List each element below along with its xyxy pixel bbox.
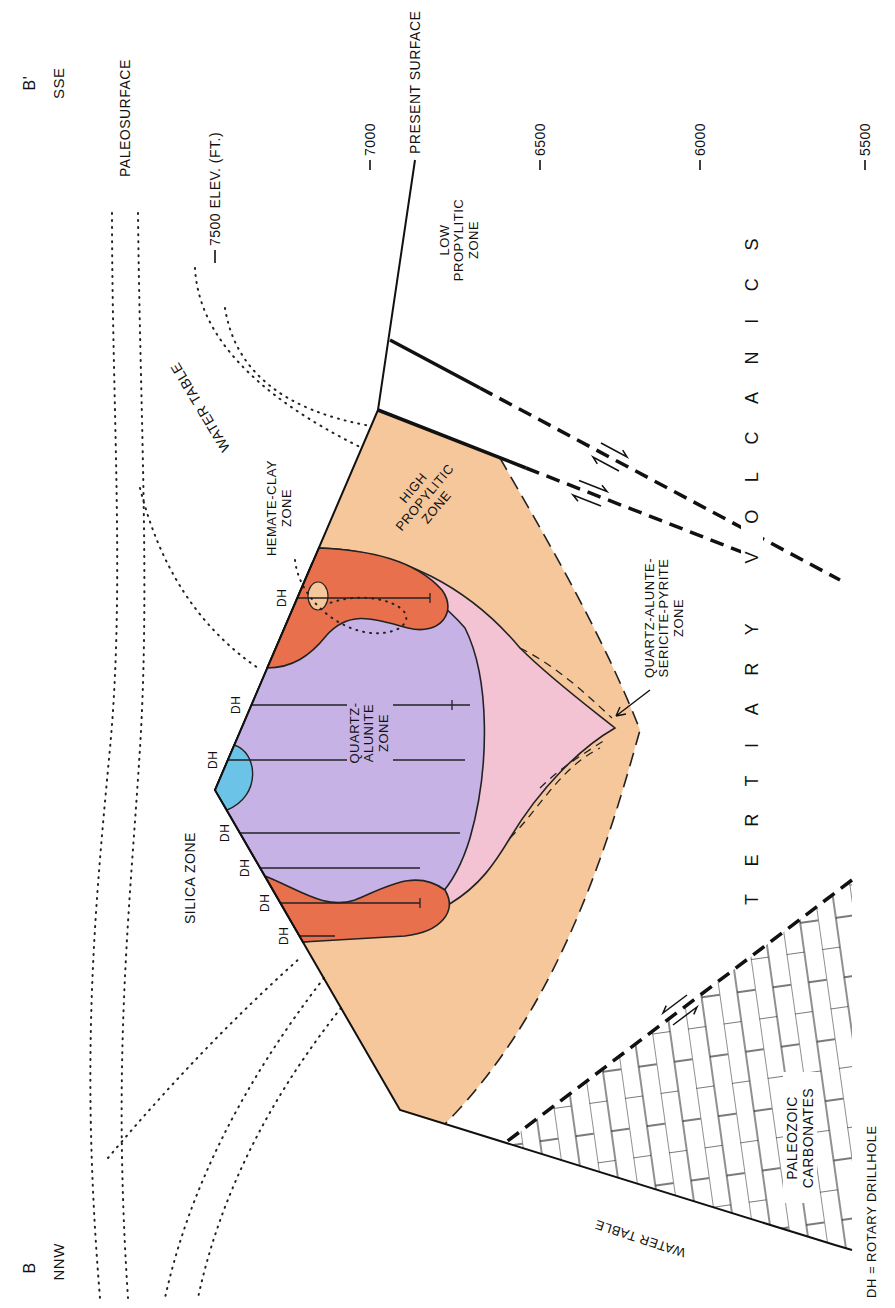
direction-label: NNW bbox=[50, 1243, 67, 1280]
drillhole-label: DH bbox=[278, 927, 292, 945]
zone-label: HEMATE-CLAY ZONE bbox=[265, 452, 295, 564]
section-end-label: B' bbox=[21, 76, 39, 91]
drillhole-label: DH bbox=[230, 696, 244, 714]
drillhole-label: DH bbox=[276, 589, 290, 607]
sericite-pyrite-zone bbox=[215, 548, 615, 942]
elevation-label: 6000 bbox=[692, 123, 708, 156]
surface-label: PALEOSURFACE bbox=[117, 59, 133, 177]
drillhole-label: DH bbox=[239, 859, 253, 877]
formation-label: PALEOZOIC CARBONATES bbox=[783, 1073, 817, 1204]
zone-label: QUARTZ-ALUNITE ZONE bbox=[347, 685, 394, 781]
elevation-label: 5500 bbox=[857, 123, 873, 156]
hematite-clay-pod bbox=[308, 582, 328, 610]
dotted-lines bbox=[90, 213, 406, 1298]
drillhole-label: DH bbox=[259, 894, 273, 912]
high-propylitic-zone bbox=[215, 410, 640, 1124]
present-surface bbox=[215, 160, 852, 1250]
elevation-ticks bbox=[215, 160, 865, 263]
hematite-zone bbox=[265, 876, 449, 942]
zone-boundary bbox=[510, 648, 612, 838]
water-table-label: WATER TABLE bbox=[167, 360, 233, 455]
surface-label: PRESENT SURFACE bbox=[407, 11, 423, 154]
zone-label: QUARTZ-ALUNTE-SERICITE-PYRITE ZONE bbox=[643, 548, 688, 688]
formation-label: TERTIARY VOLCANICS bbox=[741, 208, 764, 908]
drillholes bbox=[228, 593, 470, 936]
fault-arrows bbox=[573, 443, 697, 1025]
drillhole-label: DH bbox=[207, 751, 221, 769]
section-end-label: B bbox=[21, 1262, 39, 1273]
leader-arrow bbox=[616, 690, 650, 716]
direction-label: SSE bbox=[50, 67, 67, 99]
drillhole-label: DH bbox=[219, 824, 233, 842]
zone-label: LOW PROPYLITIC ZONE bbox=[438, 190, 483, 290]
zone-label: SILICA ZONE bbox=[182, 832, 198, 924]
elevation-label: 7500 ELEV. (FT.) bbox=[207, 132, 223, 246]
elevation-label: 6500 bbox=[532, 123, 548, 156]
key-note: DH = ROTARY DRILLHOLE bbox=[865, 1125, 880, 1298]
elevation-label: 7000 bbox=[362, 123, 378, 156]
water-table-label: WATER TABLE bbox=[593, 1216, 688, 1259]
